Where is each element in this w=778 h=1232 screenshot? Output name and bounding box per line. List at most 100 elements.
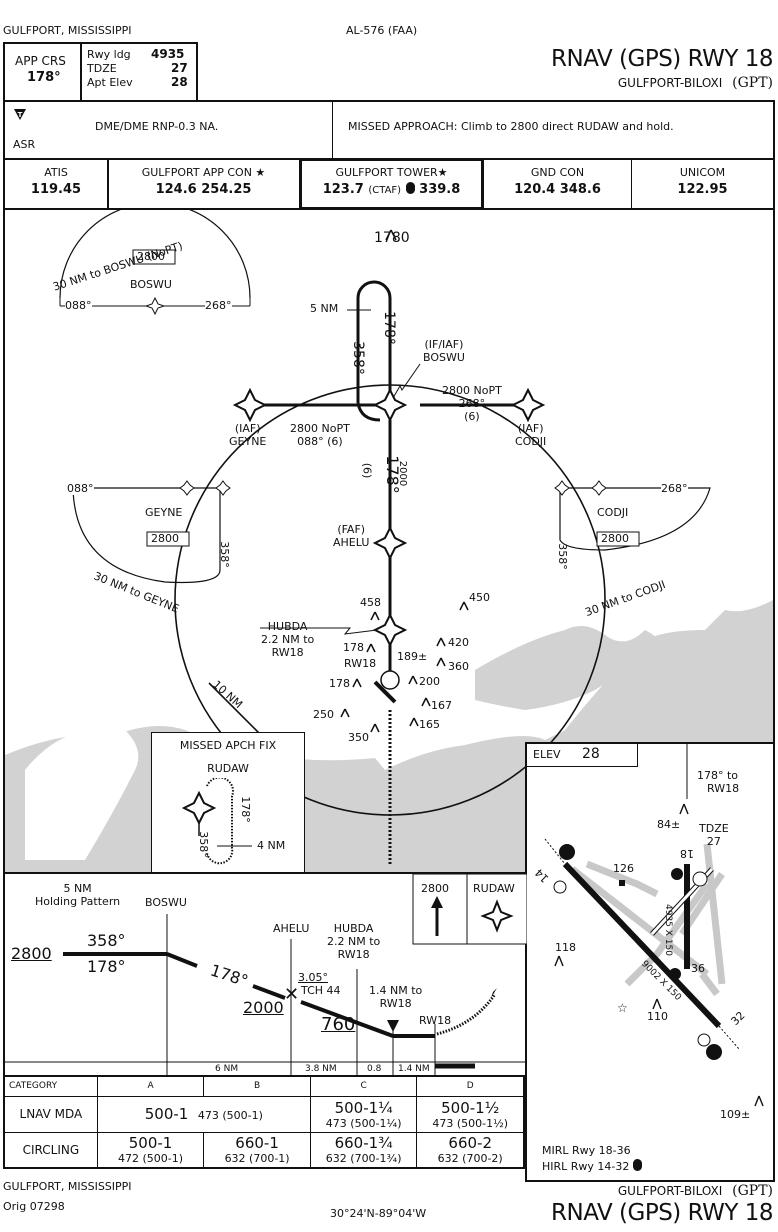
fix-dist: 2.2 NM to (327, 935, 381, 948)
fix-icon-rudaw (181, 790, 217, 826)
profile-ahelu: AHELU (273, 922, 310, 935)
comm-freq: 123.7 (322, 182, 364, 197)
glidepath-angle: 3.05° (298, 971, 328, 984)
fix-name: GEYNE (229, 435, 267, 448)
profile-map: 1.4 NM to RW18 (369, 984, 422, 1010)
obstacle-elev: 200 (419, 675, 440, 688)
taa-boswu-arc (59, 210, 251, 299)
elev-label: ELEV (533, 748, 561, 761)
segment-crs: 088° (6) (297, 435, 343, 448)
tdze-label: TDZE (699, 822, 729, 835)
taa-boswu-right-crs: 268° (205, 299, 232, 312)
comm-app-con: GULFPORT APP CON ★ 124.6 254.25 (108, 160, 299, 208)
notes-row: T ASR DME/DME RNP-0.3 NA. MISSED APPROAC… (3, 100, 775, 160)
dist-segment: 1.4 NM (398, 1064, 430, 1074)
hold-outbound-crs: 358° (349, 341, 366, 375)
codji-label: (IAF) CODJI (515, 422, 546, 448)
water-area (25, 728, 139, 860)
fix-name: BOSWU (423, 351, 465, 364)
comm-tower: GULFPORT TOWER★ 123.7 (CTAF) 339.8 (299, 158, 484, 210)
rwy-ldg-value: 4935 (151, 47, 185, 61)
category-c: C (309, 1075, 418, 1097)
fix-role: (FAF) (337, 523, 366, 536)
segment-alt: 2800 NoPT (290, 422, 350, 435)
segment-alt: 2800 NoPT (442, 384, 502, 397)
comm-label: GND CON (530, 166, 585, 179)
taa-codji-crs2: 358° (555, 543, 569, 570)
comm-freq: 124.6 254.25 (155, 182, 252, 197)
final-crs: 178° (382, 455, 402, 494)
fix-icon-geyne (232, 387, 268, 423)
taa-codji-outline (559, 487, 711, 551)
obstacle-elev: 360 (448, 660, 469, 673)
rwy-ldg-label: Rwy ldg (87, 48, 131, 61)
papi-icon (697, 1033, 711, 1047)
pilot-controlled-lighting-icon (632, 1159, 642, 1171)
missed-hold-pattern (206, 778, 234, 865)
fix-ref: RW18 (337, 948, 370, 961)
profile-hold-label: 5 NM Holding Pattern (35, 882, 120, 908)
fix-dist: 2.2 NM to (261, 633, 315, 646)
fix-icon-codji (510, 387, 546, 423)
footer-airport: GULFPORT-BILOXI (GPT) (618, 1183, 773, 1199)
fix-icon-boswu (372, 387, 408, 423)
profile-hold-in: 178° (87, 957, 126, 976)
profile-hold-out: 358° (87, 931, 126, 950)
circ-main: 500-1 (128, 1134, 173, 1153)
boswu-label: (IF/IAF) BOSWU (423, 338, 465, 364)
taa-geyne-fix: GEYNE (145, 506, 183, 519)
profile-mda: 760 (321, 1014, 356, 1035)
tdze-label: TDZE (87, 62, 117, 75)
papi-icon (553, 880, 567, 894)
fix-icon-hubda (372, 612, 408, 648)
divider (332, 102, 333, 158)
approach-light-icon-a5 (706, 1044, 722, 1060)
airport-id: (GPT) (732, 75, 773, 91)
descent-segment (166, 952, 198, 968)
lnav-c-main: 500-1¼ (334, 1098, 393, 1117)
airport-icon (380, 670, 400, 690)
category-b: B (203, 1075, 311, 1097)
circ-sub: 632 (700-2) (437, 1152, 503, 1166)
geyne-label: (IAF) GEYNE (229, 422, 266, 448)
chart-id: AL-576 (FAA) (346, 24, 418, 37)
elev-box: ELEV 28 (527, 744, 638, 767)
lnav-row: LNAV MDA 500-1 473 (500-1) 500-1¼ 473 (5… (3, 1095, 525, 1133)
runway-icon (373, 680, 397, 704)
comm-label: GULFPORT APP CON ★ (141, 166, 266, 179)
ctaf-label: (CTAF) (368, 185, 402, 196)
runway-dim-18-36: 4935 X 150 (663, 904, 673, 956)
obstacle-icons (340, 229, 469, 733)
lnav-label: LNAV MDA (3, 1095, 98, 1133)
taa-geyne-alt: 2800 (151, 532, 179, 545)
map-dist: 1.4 NM to (369, 984, 423, 997)
app-crs-value: 178° (27, 70, 61, 85)
fix-dist-ref: RW18 (271, 646, 304, 659)
lnav-c: 500-1¼ 473 (500-1¼) (309, 1095, 418, 1133)
tdze-value: 27 (706, 835, 721, 848)
tdze-block: TDZE 27 (699, 822, 729, 848)
asr-note: ASR (13, 138, 36, 151)
comm-freq: 119.45 (30, 182, 82, 197)
apt-elev-label: Apt Elev (87, 76, 133, 89)
footer-orig: Orig 07298 (3, 1200, 65, 1213)
obstacle-elev: 458 (360, 596, 381, 609)
comms-row: ATIS 119.45 GULFPORT APP CON ★ 124.6 254… (3, 158, 775, 210)
minimums-header-row: CATEGORY A B C D (3, 1075, 525, 1097)
chart-title: RNAV (GPS) RWY 18 (551, 46, 773, 72)
map-icon (387, 1020, 399, 1032)
fix-role: (IAF) (234, 422, 261, 435)
missed-hold-diagram (181, 778, 252, 865)
hold-caption: Holding Pattern (35, 895, 121, 908)
map-ref: RW18 (379, 997, 412, 1010)
dist-segment: 3.8 NM (305, 1064, 337, 1074)
missed-out-crs: 358° (196, 831, 210, 858)
lnav-c-sub: 473 (500-1¼) (325, 1116, 402, 1130)
obstacle-elev: 178 (329, 677, 350, 690)
runway-label-36: 36 (691, 962, 705, 975)
taa-boswu-fix: BOSWU (130, 278, 172, 291)
hubda-label: HUBDA 2.2 NM to RW18 (261, 620, 314, 659)
comm-freq: 122.95 (677, 182, 728, 197)
circ-sub: 472 (500-1) (118, 1152, 184, 1166)
